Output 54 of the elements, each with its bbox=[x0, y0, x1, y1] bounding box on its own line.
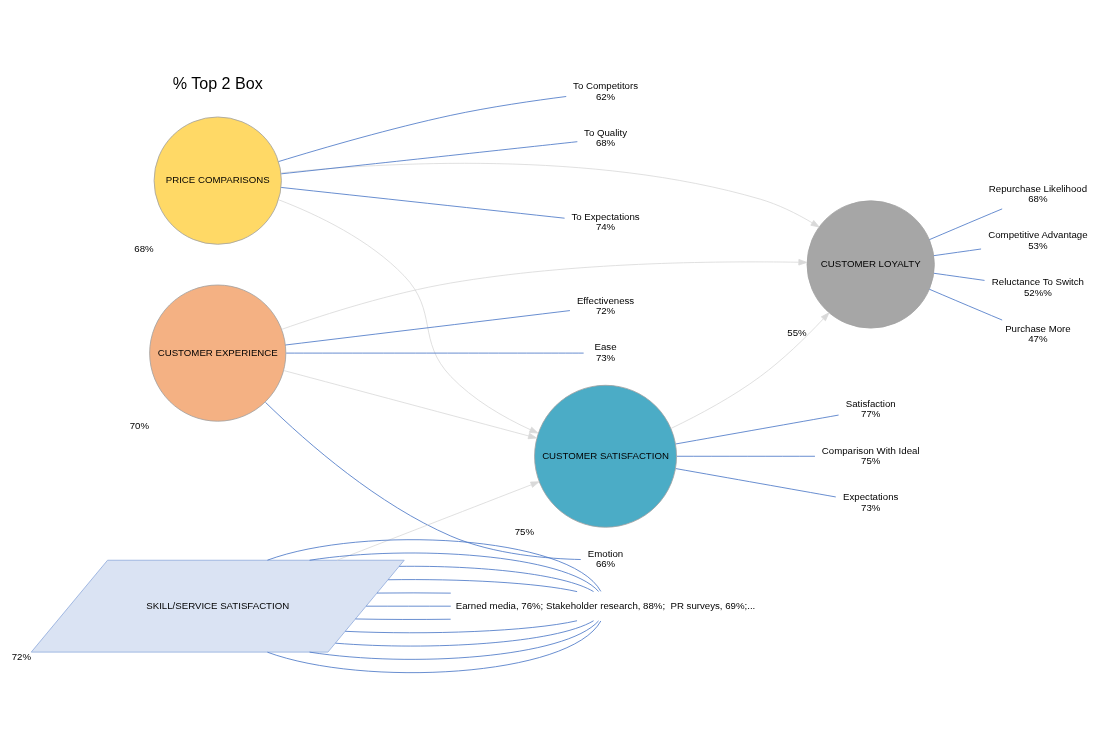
connector bbox=[933, 248, 982, 257]
connector bbox=[280, 187, 565, 219]
connector bbox=[278, 96, 567, 162]
connector bbox=[933, 272, 985, 281]
node-text: Emotion 66% bbox=[587, 547, 624, 570]
connector bbox=[265, 401, 582, 560]
node-label: 55% bbox=[787, 326, 807, 338]
node-label: 72% bbox=[11, 650, 31, 662]
connector bbox=[675, 468, 837, 498]
node-label: 75% bbox=[514, 526, 534, 538]
arrow bbox=[336, 481, 540, 561]
node-text: Repurchase Likelihood 68% bbox=[988, 182, 1088, 205]
node-circle: CUSTOMER SATISFACTION bbox=[534, 384, 677, 528]
arrow bbox=[283, 370, 537, 440]
node-circle: CUSTOMER EXPERIENCE bbox=[149, 284, 287, 422]
connector bbox=[929, 288, 1003, 321]
arrow bbox=[670, 312, 830, 429]
node-text: To Competitors 62% bbox=[573, 80, 639, 102]
connector bbox=[365, 605, 452, 607]
node-circle: PRICE COMPARISONS bbox=[153, 116, 282, 245]
node-text: Purchase More 47% bbox=[1005, 322, 1071, 345]
arrow bbox=[278, 199, 539, 434]
node-text: To Expectations 74% bbox=[571, 210, 640, 233]
connector bbox=[344, 620, 578, 634]
connector bbox=[309, 620, 599, 660]
connector bbox=[285, 352, 585, 354]
connector bbox=[280, 141, 578, 175]
connector bbox=[676, 455, 816, 457]
label: % Top 2 Box bbox=[172, 73, 263, 92]
arrow bbox=[281, 259, 808, 330]
node-text: Expectations 73% bbox=[843, 491, 899, 513]
arrow bbox=[280, 162, 820, 228]
node-label: 70% bbox=[129, 420, 150, 432]
node-text: Reluctance To Switch 52%% bbox=[991, 276, 1084, 298]
connector bbox=[267, 620, 602, 673]
connector bbox=[376, 592, 452, 594]
node-circle: CUSTOMER LOYALTY bbox=[806, 200, 935, 329]
connector bbox=[335, 620, 594, 647]
node-text: Comparison With Ideal 75% bbox=[821, 444, 920, 467]
node-text: Satisfaction 77% bbox=[845, 397, 896, 420]
node-text: Ease 73% bbox=[594, 341, 617, 363]
connector bbox=[675, 414, 839, 445]
connector bbox=[309, 552, 599, 592]
connector bbox=[929, 208, 1003, 241]
connector bbox=[398, 565, 594, 592]
node-text: Earned media, 76%; Stakeholder research, 88%; PR surveys, 69%;... bbox=[455, 599, 756, 611]
node-text: To Quality 68% bbox=[584, 126, 628, 149]
node-label: 68% bbox=[134, 243, 154, 255]
connector bbox=[387, 579, 578, 593]
connector bbox=[267, 539, 602, 592]
connector bbox=[355, 618, 452, 620]
node-text: Effectiveness 72% bbox=[576, 294, 635, 317]
node-text: Competitive Advantage 53% bbox=[988, 229, 1088, 251]
connector bbox=[285, 310, 571, 346]
